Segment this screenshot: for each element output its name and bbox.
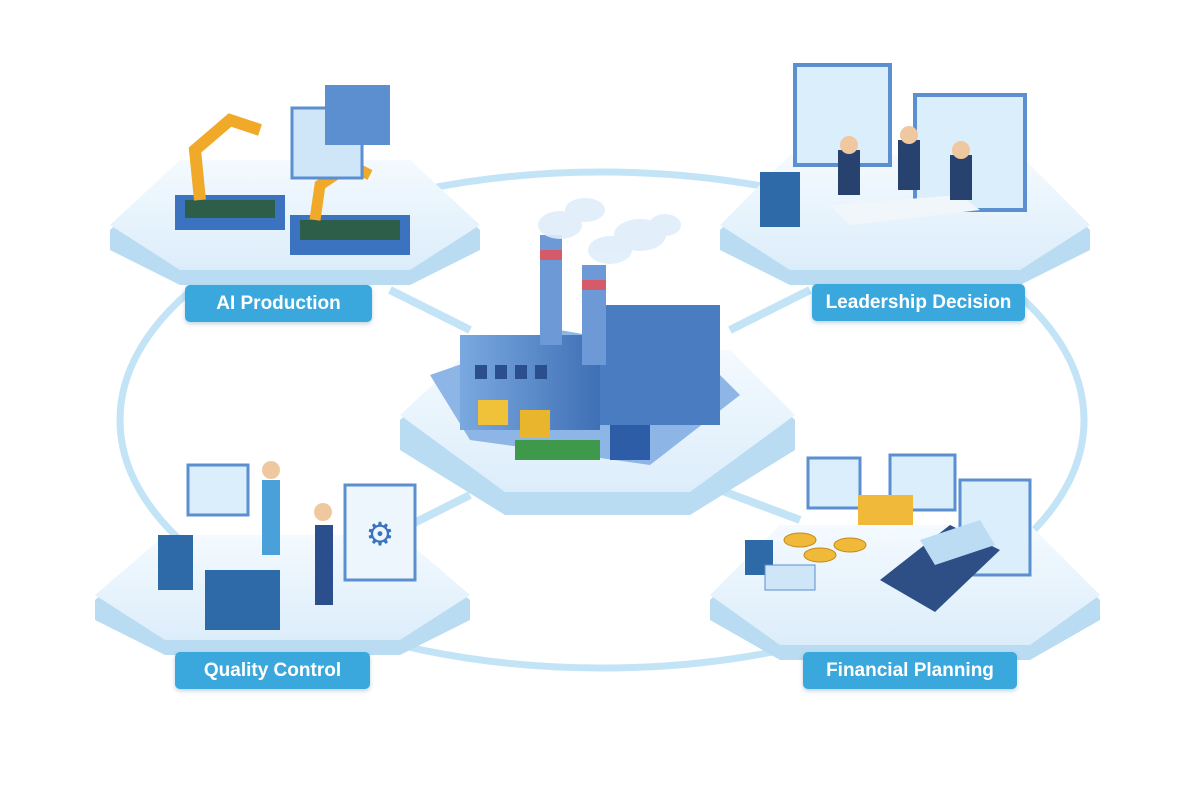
quality-team-icon: ⚙ xyxy=(158,461,417,630)
finance-icon xyxy=(745,453,1032,612)
label-financial-planning: Financial Planning xyxy=(803,652,1017,689)
label-ai-production: AI Production xyxy=(185,285,372,322)
connection-ring xyxy=(116,168,1088,672)
label-leadership-decision: Leadership Decision xyxy=(812,284,1025,321)
meeting-icon xyxy=(760,63,1027,227)
robot-arm-icon xyxy=(175,85,410,255)
svg-text:⚙: ⚙ xyxy=(366,516,395,552)
label-quality-control: Quality Control xyxy=(175,652,370,689)
factory-icon xyxy=(430,198,740,465)
